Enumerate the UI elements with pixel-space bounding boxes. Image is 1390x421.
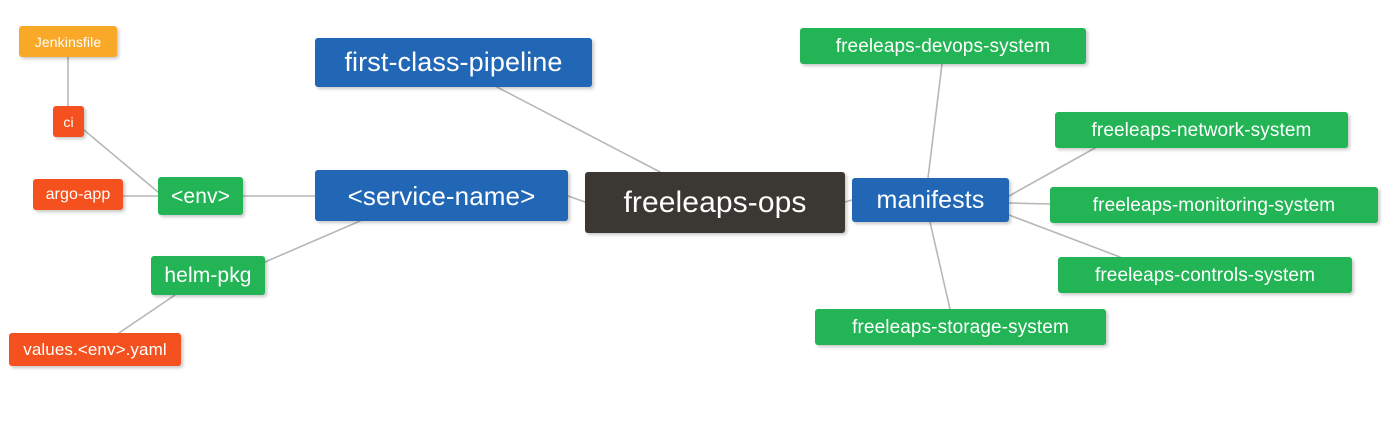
node-freeleaps-controls-system[interactable]: freeleaps-controls-system [1058,257,1352,293]
node-manifests[interactable]: manifests [852,178,1009,222]
node-first-class-pipeline[interactable]: first-class-pipeline [315,38,592,87]
node-label-env: <env> [171,184,230,208]
node-label-freeleaps-monitoring-system: freeleaps-monitoring-system [1092,194,1336,216]
node-label-service-name: <service-name> [347,180,536,211]
node-helm-pkg[interactable]: helm-pkg [151,256,265,295]
edge-manifests-to-freeleaps-devops-system [927,63,943,179]
node-env[interactable]: <env> [158,177,243,215]
node-label-helm-pkg: helm-pkg [164,264,252,287]
node-label-argo-app: argo-app [45,185,111,203]
node-label-freeleaps-controls-system: freeleaps-controls-system [1094,264,1316,286]
node-jenkinsfile[interactable]: Jenkinsfile [19,26,117,57]
edge-freeleaps-ops-to-first-class-pipeline [496,86,661,173]
node-argo-app[interactable]: argo-app [33,179,123,210]
node-freeleaps-ops[interactable]: freeleaps-ops [585,172,845,233]
node-label-first-class-pipeline: first-class-pipeline [344,47,563,77]
node-label-freeleaps-storage-system: freeleaps-storage-system [852,316,1069,338]
node-freeleaps-storage-system[interactable]: freeleaps-storage-system [815,309,1106,345]
node-label-freeleaps-network-system: freeleaps-network-system [1091,119,1312,141]
node-freeleaps-monitoring-system[interactable]: freeleaps-monitoring-system [1050,187,1378,223]
node-service-name[interactable]: <service-name> [315,170,568,221]
edge-service-name-to-helm-pkg [264,220,361,263]
node-freeleaps-network-system[interactable]: freeleaps-network-system [1055,112,1348,148]
node-label-freeleaps-ops: freeleaps-ops [623,185,807,219]
node-label-ci: ci [63,113,74,130]
node-label-freeleaps-devops-system: freeleaps-devops-system [835,35,1051,57]
node-ci[interactable]: ci [53,106,84,137]
node-label-manifests: manifests [876,185,985,214]
edge-helm-pkg-to-values-env-yaml [118,294,176,334]
node-label-values-env-yaml: values.<env>.yaml [23,340,167,359]
edge-manifests-to-freeleaps-storage-system [929,221,951,310]
node-label-jenkinsfile: Jenkinsfile [34,33,102,50]
edge-freeleaps-ops-to-manifests [844,199,853,203]
edge-freeleaps-ops-to-service-name [567,195,586,203]
node-values-env-yaml[interactable]: values.<env>.yaml [9,333,181,366]
edge-manifests-to-freeleaps-monitoring-system [1008,202,1051,205]
node-freeleaps-devops-system[interactable]: freeleaps-devops-system [800,28,1086,64]
